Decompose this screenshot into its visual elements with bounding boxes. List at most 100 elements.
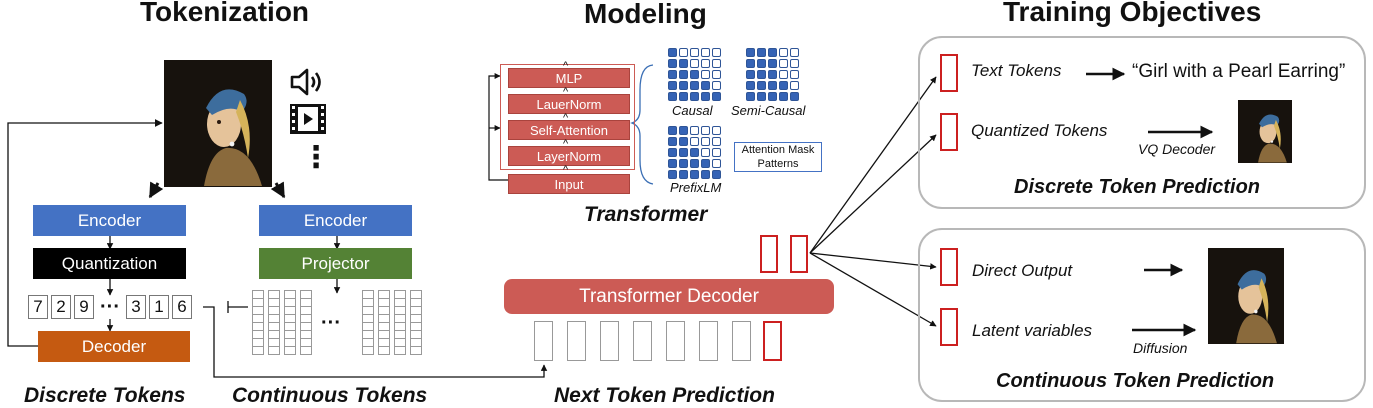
mask-cell	[712, 59, 721, 68]
text-token-target	[940, 54, 958, 92]
girl-portrait-icon	[164, 60, 272, 187]
quantization-box: Quantization	[33, 248, 186, 279]
mask-cell	[679, 170, 688, 179]
mask-cell	[679, 126, 688, 135]
direct-output-label: Direct Output	[972, 261, 1073, 280]
reconstruction-loop-arrow	[7, 119, 163, 347]
mask-cell	[746, 92, 755, 101]
tokens-to-decoder-arrow	[203, 306, 548, 378]
mask-cell	[668, 81, 677, 90]
continuous-vector	[268, 290, 280, 355]
mask-cell	[712, 148, 721, 157]
girl-portrait-icon	[1238, 100, 1292, 163]
mask-cell	[712, 137, 721, 146]
mask-cell	[679, 59, 688, 68]
transformer-caption: Transformer	[584, 203, 708, 226]
mask-cell	[712, 170, 721, 179]
mask-cell	[757, 70, 766, 79]
mask-cell	[768, 92, 777, 101]
mask-cell	[712, 126, 721, 135]
mask-cell	[690, 92, 699, 101]
mask-cell	[679, 70, 688, 79]
modeling-title: Modeling	[584, 0, 707, 29]
input-token	[567, 321, 586, 361]
discrete-token: 3	[126, 295, 146, 319]
discrete-token-sequence: 7 2 9 ··· 3 1 6	[28, 295, 192, 319]
mask-cell	[668, 137, 677, 146]
self-attention-block: Self-Attention	[508, 120, 630, 140]
mask-cell	[712, 48, 721, 57]
tokenization-title: Tokenization	[140, 0, 310, 27]
output-token	[760, 235, 778, 273]
mask-cell	[701, 59, 710, 68]
text-output-label: “Girl with a Pearl Earring”	[1132, 61, 1346, 82]
mask-cell	[790, 59, 799, 68]
mask-cell	[768, 81, 777, 90]
mask-cell	[690, 48, 699, 57]
continuous-vector	[410, 290, 422, 355]
image-to-encoder-arrow	[148, 181, 164, 199]
more-modalities-dots: ⋮	[301, 141, 331, 174]
discrete-prediction-panel	[918, 36, 1366, 209]
semi-causal-label: Semi-Causal	[731, 103, 806, 118]
input-token	[666, 321, 685, 361]
mask-cell	[668, 148, 677, 157]
mask-cell	[668, 59, 677, 68]
mask-cell	[790, 92, 799, 101]
mask-cell	[701, 81, 710, 90]
layernorm-block-upper: LauerNorm	[508, 94, 630, 114]
discrete-token: 9	[74, 295, 94, 319]
mask-cell	[790, 81, 799, 90]
token-ellipsis: ···	[100, 295, 120, 318]
mask-cell	[768, 59, 777, 68]
attention-mask-patterns-box: Attention Mask Patterns	[734, 142, 822, 172]
mask-cell	[690, 148, 699, 157]
mask-cell	[701, 159, 710, 168]
output-token	[790, 235, 808, 273]
diffusion-label: Diffusion	[1133, 340, 1188, 356]
mask-cell	[679, 148, 688, 157]
mask-cell	[668, 170, 677, 179]
continuous-vector	[284, 290, 296, 355]
mlp-block: MLP	[508, 68, 630, 88]
continuous-token-vectors	[252, 290, 422, 366]
mask-cell	[768, 70, 777, 79]
text-tokens-label: Text Tokens	[971, 61, 1062, 80]
discrete-token: 1	[149, 295, 169, 319]
mask-cell	[779, 70, 788, 79]
input-token-current	[763, 321, 782, 361]
quantized-tokens-label: Quantized Tokens	[971, 121, 1108, 140]
girl-portrait-icon	[1208, 248, 1284, 344]
mask-cell	[746, 59, 755, 68]
mask-cell	[757, 48, 766, 57]
discrete-tokens-caption: Discrete Tokens	[24, 384, 186, 407]
mask-cell	[779, 59, 788, 68]
causal-label: Causal	[672, 103, 713, 118]
vq-decoded-image	[1238, 100, 1292, 163]
encoder-box-continuous: Encoder	[259, 205, 412, 236]
mask-cell	[701, 92, 710, 101]
discrete-token: 7	[28, 295, 48, 319]
continuous-vector	[252, 290, 264, 355]
speaker-icon	[288, 66, 328, 103]
mask-cell	[690, 81, 699, 90]
latent-variables-label: Latent variables	[972, 321, 1093, 340]
mask-cell	[746, 81, 755, 90]
projector-box: Projector	[259, 248, 412, 279]
mask-cell	[757, 92, 766, 101]
mask-cell	[757, 81, 766, 90]
input-block: Input	[508, 174, 630, 194]
mask-cell	[712, 159, 721, 168]
mask-cell	[668, 48, 677, 57]
input-token	[600, 321, 619, 361]
continuous-token-prediction-title: Continuous Token Prediction	[996, 370, 1275, 392]
continuous-output-image	[1208, 248, 1284, 344]
pearl-earring-image	[164, 60, 272, 187]
mask-cell	[668, 126, 677, 135]
next-token-prediction-caption: Next Token Prediction	[554, 384, 775, 407]
discrete-token: 2	[51, 295, 71, 319]
continuous-ellipsis: ···	[321, 312, 341, 334]
latent-variable-target	[940, 308, 958, 346]
mask-cell	[779, 92, 788, 101]
